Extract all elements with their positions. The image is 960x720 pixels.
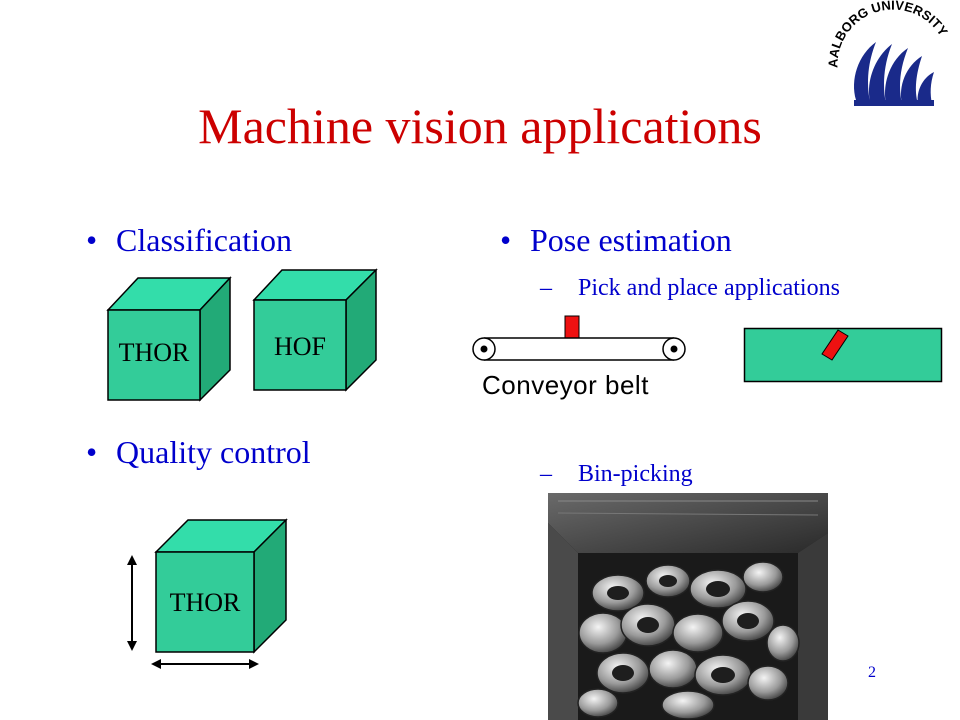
sub-dash: – (540, 275, 552, 301)
quality-control-illustration: THOR (118, 516, 294, 680)
sub-dash: – (540, 461, 552, 487)
sub-text: Pick and place applications (578, 275, 840, 301)
part-pose-view-icon (743, 327, 943, 383)
bullet-text: Classification (116, 222, 292, 258)
logo-text: AALBORG UNIVERSITY (825, 0, 951, 68)
sub-bin-picking: –Bin-picking (540, 460, 693, 488)
bin-of-parts-photo-icon (548, 493, 828, 720)
bullet-dot-icon: • (86, 222, 98, 258)
conveyor-belt-illustration (470, 314, 690, 370)
bullet-pose-estimation: • Pose estimation (500, 222, 732, 258)
svg-text:AALBORG UNIVERSITY: AALBORG UNIVERSITY (825, 0, 951, 68)
hof-box: HOF (252, 268, 378, 392)
university-logo: AALBORG UNIVERSITY (818, 0, 960, 118)
aalborg-university-logo-icon: AALBORG UNIVERSITY (825, 0, 951, 106)
hof-label: HOF (273, 332, 326, 361)
bullet-classification: • Classification (86, 222, 292, 258)
cube-icon (106, 276, 232, 402)
bullet-dot-icon: • (500, 222, 512, 258)
cube-with-dimension-arrows-icon (127, 518, 288, 669)
sub-pick-and-place: –Pick and place applications (540, 274, 840, 302)
thor-box: THOR (106, 276, 232, 402)
thor-label-quality: THOR (169, 588, 241, 617)
slide-title: Machine vision applications (198, 98, 762, 154)
camera-view-panel (743, 327, 943, 383)
thor-label: THOR (118, 338, 190, 367)
bin-picking-photo (548, 493, 828, 720)
bullet-text: Pose estimation (530, 222, 732, 258)
bullet-dot-icon: • (86, 434, 98, 470)
sub-text: Bin-picking (578, 461, 693, 487)
page-number: 2 (868, 664, 876, 681)
cube-icon (252, 268, 378, 392)
bullet-quality-control: • Quality control (86, 434, 311, 470)
conveyor-belt-icon (472, 315, 686, 361)
bullet-text: Quality control (116, 434, 311, 470)
conveyor-belt-label: Conveyor belt (482, 370, 649, 400)
